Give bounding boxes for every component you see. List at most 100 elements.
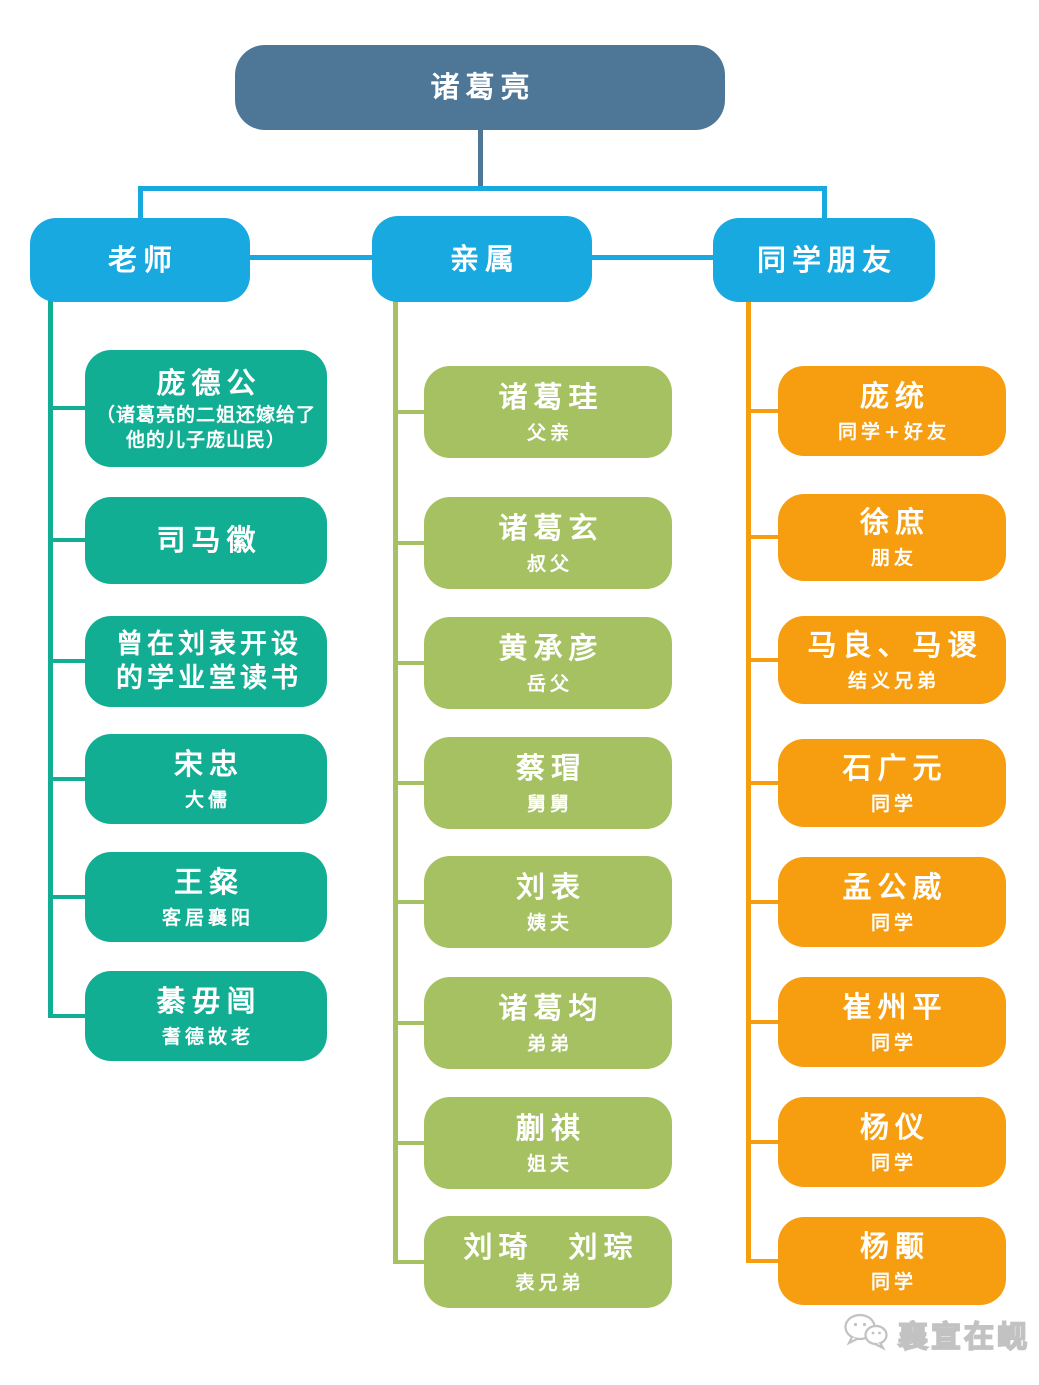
person-subtitle: 同学 bbox=[870, 792, 917, 815]
person-subtitle: 叔父 bbox=[526, 552, 573, 575]
person-name: 崔州平 bbox=[842, 989, 948, 1024]
person-subtitle: （诸葛亮的二姐还嫁给了他的儿子庞山民） bbox=[95, 403, 316, 451]
connector-cat2-cat3 bbox=[592, 255, 713, 260]
person-node: 刘琦 刘琮 表兄弟 bbox=[424, 1216, 672, 1308]
person-node: 蒯祺 姐夫 bbox=[424, 1097, 672, 1189]
person-subtitle: 同学 bbox=[870, 1031, 917, 1054]
friends-branch bbox=[746, 409, 778, 413]
friends-branch bbox=[746, 658, 778, 662]
person-name: 诸葛珪 bbox=[498, 379, 604, 414]
person-node: 杨仪 同学 bbox=[778, 1097, 1006, 1187]
person-node: 司马徽 bbox=[85, 497, 327, 584]
person-name: 庞统 bbox=[859, 378, 930, 413]
connector-root-stub bbox=[478, 130, 483, 188]
person-name: 刘表 bbox=[515, 869, 586, 904]
root-node-zhuge-liang: 诸葛亮 bbox=[235, 45, 725, 130]
teachers-branch bbox=[48, 1014, 85, 1018]
person-subtitle: 姐夫 bbox=[526, 1152, 573, 1175]
person-name: 孟公威 bbox=[842, 869, 948, 904]
connector-right-stub bbox=[822, 186, 827, 220]
person-name: 蔡瑁 bbox=[515, 750, 586, 785]
person-subtitle: 同学 bbox=[870, 1270, 917, 1293]
person-name: 曾在刘表开设的学业堂读书 bbox=[116, 628, 302, 694]
person-subtitle: 同学 bbox=[870, 1151, 917, 1174]
category-node-teachers: 老师 bbox=[30, 218, 250, 302]
relatives-branch bbox=[393, 781, 424, 785]
person-node: 杨颙 同学 bbox=[778, 1217, 1006, 1305]
person-node: 诸葛玄 叔父 bbox=[424, 497, 672, 589]
watermark: 襄宣在岘 bbox=[842, 1312, 1030, 1356]
person-name: 诸葛玄 bbox=[498, 510, 604, 545]
person-node: 石广元 同学 bbox=[778, 739, 1006, 827]
person-node: 宋忠 大儒 bbox=[85, 734, 327, 824]
person-node: 曾在刘表开设的学业堂读书 bbox=[85, 616, 327, 707]
category-node-relatives: 亲属 bbox=[372, 216, 592, 302]
person-node: 綦毋闿 耆德故老 bbox=[85, 971, 327, 1061]
friends-branch bbox=[746, 535, 778, 539]
category-node-friends: 同学朋友 bbox=[713, 218, 935, 302]
connector-left-stub bbox=[138, 186, 143, 220]
person-node: 崔州平 同学 bbox=[778, 977, 1006, 1067]
friends-branch bbox=[746, 900, 778, 904]
friends-branch bbox=[746, 1020, 778, 1024]
person-name: 司马徽 bbox=[156, 523, 262, 558]
person-subtitle: 同学+好友 bbox=[838, 420, 950, 443]
relatives-branch bbox=[393, 900, 424, 904]
person-subtitle: 朋友 bbox=[870, 547, 917, 570]
person-subtitle: 父亲 bbox=[526, 421, 573, 444]
person-node: 孟公威 同学 bbox=[778, 857, 1006, 947]
person-name: 刘琦 刘琮 bbox=[463, 1229, 639, 1264]
person-subtitle: 大儒 bbox=[184, 788, 231, 811]
teachers-branch bbox=[48, 895, 85, 899]
relatives-branch bbox=[393, 1021, 424, 1025]
watermark-label: 襄宣在岘 bbox=[897, 1319, 1030, 1356]
person-subtitle: 舅舅 bbox=[526, 792, 573, 815]
teachers-branch bbox=[48, 406, 85, 410]
person-node: 黄承彦 岳父 bbox=[424, 617, 672, 709]
teachers-branch bbox=[48, 659, 85, 663]
person-subtitle: 客居襄阳 bbox=[161, 906, 254, 929]
relatives-branch bbox=[393, 410, 424, 414]
person-name: 黄承彦 bbox=[498, 630, 604, 665]
root-title: 诸葛亮 bbox=[430, 70, 536, 105]
person-name: 綦毋闿 bbox=[156, 983, 262, 1018]
person-name: 庞德公 bbox=[156, 365, 262, 400]
relatives-branch bbox=[393, 1141, 424, 1145]
category-label: 同学朋友 bbox=[756, 242, 897, 277]
person-node: 徐庶 朋友 bbox=[778, 494, 1006, 581]
person-subtitle: 结义兄弟 bbox=[847, 669, 940, 692]
person-name: 徐庶 bbox=[859, 505, 930, 540]
person-node: 王粲 客居襄阳 bbox=[85, 852, 327, 942]
person-name: 杨颙 bbox=[859, 1228, 930, 1263]
teachers-branch bbox=[48, 777, 85, 781]
person-name: 杨仪 bbox=[859, 1109, 930, 1144]
person-node: 庞德公 （诸葛亮的二姐还嫁给了他的儿子庞山民） bbox=[85, 350, 327, 467]
person-subtitle: 姨夫 bbox=[526, 911, 573, 934]
category-label: 亲属 bbox=[449, 241, 520, 276]
person-subtitle: 耆德故老 bbox=[161, 1025, 254, 1048]
person-node: 诸葛珪 父亲 bbox=[424, 366, 672, 458]
wechat-bubbles-icon bbox=[842, 1312, 890, 1356]
person-name: 诸葛均 bbox=[498, 990, 604, 1025]
person-subtitle: 岳父 bbox=[526, 672, 573, 695]
connector-cat1-cat2 bbox=[250, 255, 372, 260]
relatives-branch bbox=[393, 541, 424, 545]
person-name: 宋忠 bbox=[173, 746, 244, 781]
person-name: 蒯祺 bbox=[515, 1110, 586, 1145]
category-label: 老师 bbox=[107, 242, 178, 277]
person-subtitle: 同学 bbox=[870, 911, 917, 934]
relatives-branch bbox=[393, 1260, 424, 1264]
person-name: 马良、马谡 bbox=[807, 627, 983, 662]
relatives-branch bbox=[393, 661, 424, 665]
person-node: 庞统 同学+好友 bbox=[778, 366, 1006, 456]
connector-top-horizontal bbox=[138, 186, 827, 191]
person-node: 刘表 姨夫 bbox=[424, 856, 672, 948]
friends-branch bbox=[746, 781, 778, 785]
person-name: 石广元 bbox=[842, 750, 948, 785]
person-name: 王粲 bbox=[173, 864, 244, 899]
person-node: 蔡瑁 舅舅 bbox=[424, 737, 672, 829]
teachers-branch bbox=[48, 538, 85, 542]
person-subtitle: 弟弟 bbox=[526, 1032, 573, 1055]
friends-branch bbox=[746, 1140, 778, 1144]
